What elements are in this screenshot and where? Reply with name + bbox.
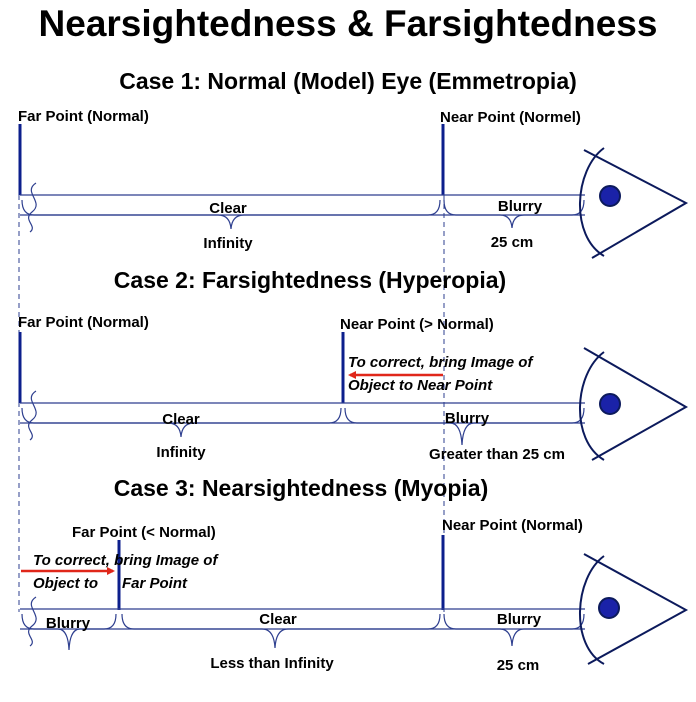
case-3-correction-note-line-2a: Object to — [33, 575, 98, 592]
case-1-far-point-label: Far Point (Normal) — [18, 108, 149, 125]
case-3-title: Case 3: Nearsightedness (Myopia) — [114, 475, 489, 501]
case-2-clear-brace — [21, 407, 342, 438]
case-2-eye-icon — [579, 347, 689, 461]
case-3: Case 3: Nearsightedness (Myopia) Far Poi… — [20, 475, 689, 674]
case-2-far-point-label: Far Point (Normal) — [18, 314, 149, 331]
case-3-correction-note-line-2b: Far Point — [122, 575, 188, 592]
case-3-far-blurry-label: Blurry — [46, 615, 91, 632]
case-1-blurry-distance: 25 cm — [491, 234, 534, 251]
case-1-title: Case 1: Normal (Model) Eye (Emmetropia) — [119, 68, 577, 94]
case-3-far-point-label: Far Point (< Normal) — [72, 524, 216, 541]
case-2-clear-distance: Infinity — [156, 444, 206, 461]
case-3-near-point-label: Near Point (Normal) — [442, 517, 583, 534]
case-3-clear-distance: Less than Infinity — [210, 655, 334, 672]
case-2-blurry-brace — [344, 407, 585, 446]
case-2-near-point-label: Near Point (> Normal) — [340, 316, 494, 333]
case-3-eye-icon — [579, 553, 689, 665]
case-1-clear-label: Clear — [209, 200, 247, 217]
case-2-blurry-distance: Greater than 25 cm — [429, 446, 565, 463]
case-2-clear-label: Clear — [162, 411, 200, 428]
case-1-clear-brace — [21, 199, 441, 230]
case-3-clear-brace — [121, 613, 441, 649]
case-2-wave-mark — [28, 390, 37, 441]
case-1-wave-mark — [28, 182, 37, 233]
case-2-correction-note-line-2: Object to Near Point — [348, 377, 493, 394]
case-3-blurry-distance: 25 cm — [497, 657, 540, 674]
case-3-far-blurry-brace — [21, 613, 117, 651]
case-2-correction-note-line-1: To correct, bring Image of — [348, 354, 534, 371]
case-3-wave-mark — [28, 596, 37, 647]
case-1: Case 1: Normal (Model) Eye (Emmetropia) … — [18, 68, 689, 259]
case-1-near-point-label: Near Point (Normel) — [440, 109, 581, 126]
case-3-blurry-brace — [443, 613, 585, 647]
case-1-eye-icon — [579, 147, 689, 259]
case-2: Case 2: Farsightedness (Hyperopia) Far P… — [18, 267, 689, 463]
case-3-correction-note-line-1: To correct, bring Image of — [33, 552, 219, 569]
case-1-blurry-brace — [443, 199, 585, 229]
case-2-title: Case 2: Farsightedness (Hyperopia) — [114, 267, 506, 293]
case-1-blurry-label: Blurry — [498, 198, 543, 215]
case-2-blurry-label: Blurry — [445, 410, 490, 427]
case-2-optical-axis — [20, 402, 585, 424]
case-3-blurry-label: Blurry — [497, 611, 542, 628]
case-1-clear-distance: Infinity — [203, 235, 253, 252]
case-3-clear-label: Clear — [259, 611, 297, 628]
page-title: Nearsightedness & Farsightedness — [39, 3, 658, 44]
